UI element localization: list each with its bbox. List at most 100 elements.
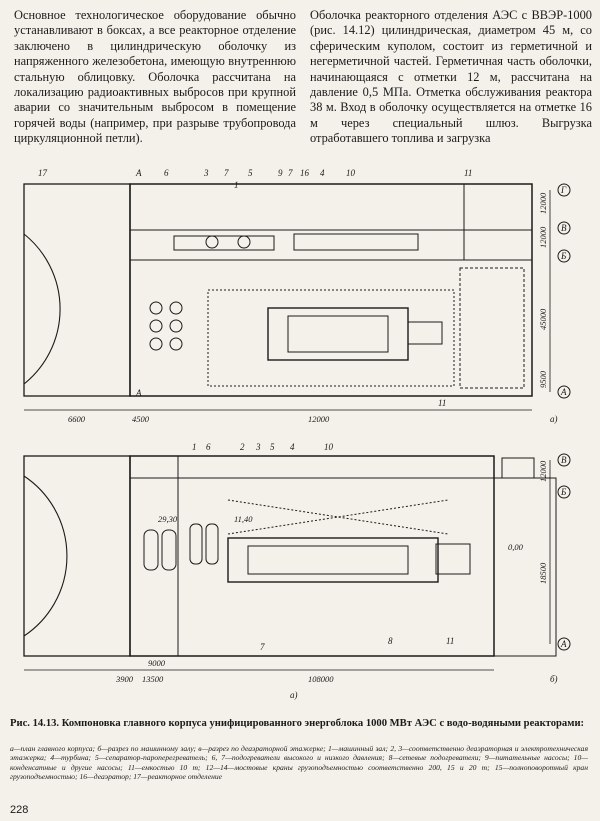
legend-text: а—план главного корпуса; б—разрез по маш… — [10, 744, 588, 782]
axis-label-a2: А — [560, 639, 567, 649]
label-17: 17 — [38, 168, 48, 178]
dim-b3: 12000 — [308, 414, 330, 424]
figure-caption: Рис. 14.13. Компоновка главного корпуса … — [10, 718, 588, 730]
label-b-6: 6 — [206, 442, 211, 452]
axis-label-b: Б — [560, 251, 567, 261]
panel-label-a-center: а) — [290, 690, 298, 700]
axis-marker-v2 — [557, 453, 571, 467]
text-column-left: Основное технологическое оборудование об… — [14, 8, 296, 147]
dim-b1: 6600 — [68, 414, 86, 424]
reactor-building-top — [23, 183, 131, 397]
containment-arc-bottom — [23, 475, 68, 637]
mark-1140: 11,40 — [234, 514, 253, 524]
label-7a: 7 — [224, 168, 229, 178]
label-b-4: 4 — [290, 442, 295, 452]
condensate-pump-row — [293, 233, 419, 251]
label-b-3: 3 — [255, 442, 261, 452]
dim-r2: 12000 — [538, 226, 548, 248]
dim-r5: 12000 — [538, 460, 548, 482]
vessel — [143, 529, 159, 571]
axis-label-a: А — [560, 387, 567, 397]
dim-r1: 12000 — [538, 192, 548, 214]
label-16: 16 — [300, 168, 310, 178]
label-b-11: 11 — [446, 636, 454, 646]
axis-label-v: В — [561, 223, 567, 233]
caption-title: Рис. 14.13. Компоновка главного корпуса … — [10, 718, 585, 729]
turbine-section — [227, 537, 439, 583]
pump-circle — [205, 235, 219, 249]
turbine-cylinder-bottom — [247, 545, 409, 575]
label-7b: 7 — [288, 168, 293, 178]
top-labels: 17 А 6 3 7 5 9 7 16 4 10 11 1 А 11 — [38, 168, 472, 408]
dim-b6: 13500 — [142, 674, 164, 684]
top-dims: 12000 12000 45000 9500 6600 4500 12000 — [68, 192, 548, 424]
turbine-hall-outline — [207, 289, 455, 387]
heater-circle — [149, 337, 163, 351]
text-column-right: Оболочка реакторного отделения АЭС с ВВЭ… — [310, 8, 592, 147]
paragraph-left: Основное технологическое оборудование об… — [14, 8, 296, 146]
generator-unit — [407, 321, 443, 345]
axis-marker-a2 — [557, 637, 571, 651]
label-b-7: 7 — [260, 642, 265, 652]
label-b-1: 1 — [192, 442, 197, 452]
label-4: 4 — [320, 168, 325, 178]
heater-circle — [169, 337, 183, 351]
panel-label-a: а) — [550, 414, 558, 424]
label-9: 9 — [278, 168, 283, 178]
vessel — [189, 523, 203, 565]
heater-circle — [169, 301, 183, 315]
top-axes: Г В Б А — [560, 185, 567, 397]
axis-marker-v — [557, 221, 571, 235]
containment-arc-top — [23, 233, 61, 385]
main-building-top — [129, 183, 533, 397]
turbine-cylinder — [287, 315, 389, 353]
plan-top — [23, 183, 571, 411]
mark-000: 0,00 — [508, 542, 524, 552]
main-building-bottom — [129, 455, 495, 657]
axis-label-b2: Б — [560, 487, 567, 497]
label-11b: 11 — [438, 398, 446, 408]
label-6: 6 — [164, 168, 169, 178]
deaerator-row — [173, 235, 275, 251]
bottom-marks: 29,30 11,40 0,00 12000 18500 9000 3900 1… — [115, 460, 548, 684]
label-5: 5 — [248, 168, 253, 178]
crane-line — [227, 499, 449, 535]
bottom-labels: 1 6 2 3 5 4 10 7 8 11 — [192, 442, 454, 652]
label-a-bottom: А — [135, 388, 142, 398]
label-b-5: 5 — [270, 442, 275, 452]
generator-bottom — [435, 543, 471, 575]
dim-r4: 9500 — [538, 370, 548, 388]
label-10: 10 — [346, 168, 356, 178]
label-b-2: 2 — [240, 442, 245, 452]
label-1: 1 — [234, 180, 239, 190]
crane-runway — [459, 267, 525, 389]
page-number: 228 — [10, 804, 29, 816]
pump-circle — [237, 235, 251, 249]
vessel — [161, 529, 177, 571]
axis-label-v2: В — [561, 455, 567, 465]
axis-marker-b2 — [557, 485, 571, 499]
plan-bottom — [23, 453, 571, 671]
reactor-building-bottom — [23, 455, 131, 657]
panel-label-b: б) — [550, 674, 558, 684]
layout-drawing: 17 А 6 3 7 5 9 7 16 4 10 11 1 А 11 Г В Б… — [23, 168, 571, 700]
label-b-8: 8 — [388, 636, 393, 646]
figure-14-13: 17 А 6 3 7 5 9 7 16 4 10 11 1 А 11 Г В Б… — [8, 160, 592, 726]
axis-label-g: Г — [560, 185, 567, 195]
heater-circle — [149, 301, 163, 315]
dim-r6: 18500 — [538, 562, 548, 584]
heater-circle — [169, 319, 183, 333]
dim-b4: 9000 — [148, 658, 166, 668]
label-b-10: 10 — [324, 442, 334, 452]
axis-marker-a — [557, 385, 571, 399]
label-3: 3 — [203, 168, 209, 178]
bottom-axes: В Б А — [560, 455, 567, 649]
vessel — [205, 523, 219, 565]
heater-circle — [149, 319, 163, 333]
dim-r3: 45000 — [538, 308, 548, 330]
mark-2930: 29,30 — [158, 514, 178, 524]
figure-legend: а—план главного корпуса; б—разрез по маш… — [10, 744, 588, 782]
roof-structure — [501, 457, 535, 479]
axis-marker-b — [557, 249, 571, 263]
dim-b5: 3900 — [115, 674, 134, 684]
